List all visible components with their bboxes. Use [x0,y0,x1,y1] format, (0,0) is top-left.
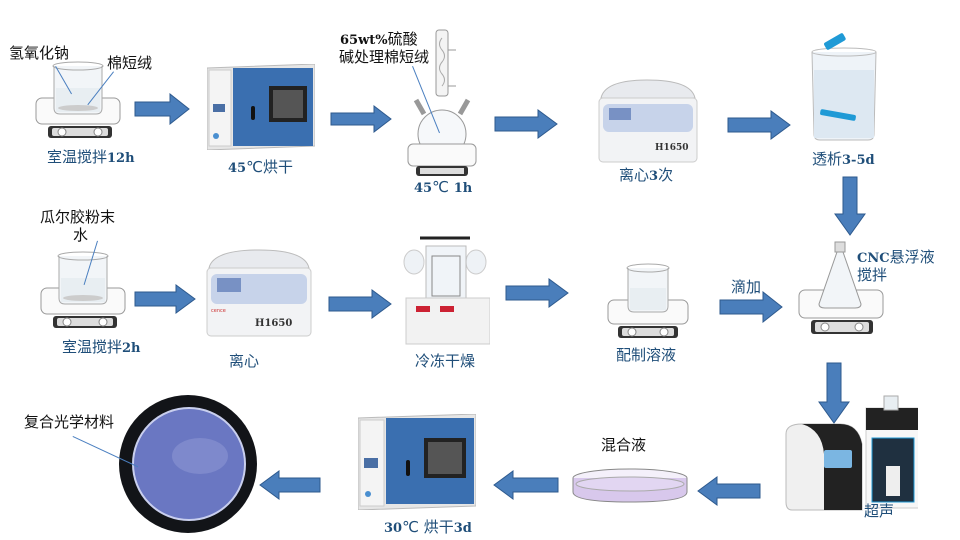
annotation-water: 水 [73,226,89,244]
label-text: ℃烘干 [246,158,293,176]
step-label-prepare-solution: 配制溶液 [616,346,677,364]
stirrer-beaker-2 [37,248,129,332]
label-text: 室温搅拌 [62,338,123,356]
step-label-freeze-dry: 冷冻干燥 [415,352,476,370]
three-neck-flask-stirrer [402,28,482,178]
flow-arrow-left [493,470,559,500]
annotation-text: 硫酸 [387,30,418,48]
flow-arrow-left [697,476,761,506]
annotation-concentration: 65wt% [340,33,388,48]
stirrer-beaker-3 [606,262,690,340]
flow-arrow-right [134,93,190,125]
label-text: 室温搅拌 [47,148,108,166]
annotation-treated-linter: 碱处理棉短绒 [339,48,430,66]
stirrer-erlenmeyer-flask [795,240,887,338]
ultrasonic-homogenizer [782,394,923,516]
step-label-dialysis: 透析3-5d [812,148,875,169]
step-label-centrifuge: 离心 [229,352,260,370]
annotation-cotton-linter: 棉短绒 [107,54,153,72]
arrow-label-dropwise: 滴加 [731,278,762,296]
annotation-guar-powder: 瓜尔胶粉末 [40,208,116,226]
svg-text:cence: cence [211,308,226,314]
flow-arrow-right [494,109,558,139]
label-text: 悬浮液 [889,248,935,266]
dialysis-beaker [806,30,882,144]
label-text: 次 [658,166,674,184]
centrifuge-model: H1650 [655,143,689,153]
step-label-oven-45: 45℃烘干 [228,156,293,177]
label-duration: 3d [453,521,472,536]
drying-oven-2 [357,413,477,511]
flow-arrow-down [834,176,866,236]
step-label-ultrasound: 超声 [864,502,895,520]
label-duration: 3-5d [842,153,875,168]
label-composite-material: 复合光学材料 [24,413,115,431]
flow-arrow-right [727,110,791,140]
label-text: ℃ 烘干 [402,518,454,536]
centrifuge-2: cence H1650 [203,246,315,338]
label-text: 透析 [812,150,843,168]
label-text: ℃ [432,178,454,196]
flow-arrow-right [328,289,392,319]
annotation-acid: 65wt%硫酸 [340,28,418,49]
step-label-centrifuge-3: 离心3次 [619,164,673,185]
label-duration: 1h [453,181,473,196]
step-label-oven-30: 30℃ 烘干3d [384,516,472,537]
petri-dish [570,466,690,506]
flow-arrow-left [259,470,321,500]
label-temp: 45 [228,161,247,176]
step-label-stir-2h: 室温搅拌2h [62,336,141,357]
label-duration: 12h [107,151,135,166]
centrifuge-1: H1650 [595,76,700,164]
step-label-stir: 搅拌 [857,266,888,284]
flow-arrow-right [719,291,783,323]
label-temp: 30 [384,521,403,536]
label-mixed-liquid: 混合液 [601,436,647,454]
label-text: 离心 [619,166,650,184]
step-label-acid-45: 45℃ 1h [414,178,472,196]
flow-arrow-right [134,284,196,314]
label-count: 3 [649,169,659,184]
composite-material-disc [118,394,258,534]
step-label-cnc-suspension: CNC悬浮液 [857,246,935,267]
label-duration: 2h [122,341,141,356]
freeze-dryer [400,226,491,348]
flow-arrow-right [505,278,569,308]
drying-oven-1 [206,63,316,151]
flow-arrow-down [818,362,850,424]
centrifuge-model: H1650 [255,318,292,329]
label-temp: 45 [414,181,433,196]
flow-arrow-right [330,105,392,133]
annotation-naoh: 氢氧化钠 [9,44,70,62]
step-label-stir-12h: 室温搅拌12h [47,146,135,167]
label-cnc: CNC [857,251,890,266]
